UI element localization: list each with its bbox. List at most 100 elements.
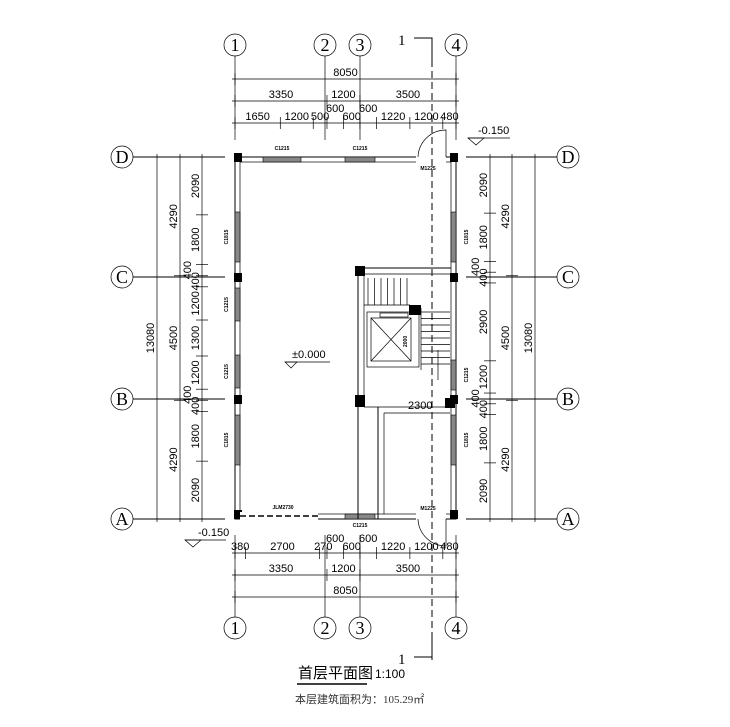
level-ground: ±0.000 — [292, 349, 326, 361]
dimension-value: 1200 — [331, 89, 355, 101]
dimension-value: 1650 — [245, 111, 269, 123]
grid-label-3: 3 — [356, 618, 365, 638]
dimension-value: 1200 — [190, 291, 202, 315]
column — [450, 273, 458, 282]
grid-label-D: D — [562, 147, 575, 167]
window-label: C1815 — [224, 229, 230, 244]
dimension-value: 4500 — [500, 326, 512, 350]
dimension-value: 1800 — [190, 228, 202, 252]
dimension-value: 13080 — [523, 323, 535, 354]
dimension-value: 2090 — [190, 174, 202, 198]
dimension-value: 380 — [231, 541, 249, 553]
dimension-value: 1200 — [331, 563, 355, 575]
dimension-value: 2090 — [190, 478, 202, 502]
window-label: C1215 — [353, 523, 368, 529]
column — [445, 398, 455, 408]
grid-bubble-B — [556, 387, 580, 411]
dimension-value: 270 — [314, 541, 332, 553]
stair-elevator-core: 2300 2000 — [355, 266, 455, 519]
dimension-value: 400 — [190, 397, 202, 415]
dimension-value: 1800 — [190, 424, 202, 448]
window-label: C1215 — [224, 364, 230, 379]
level-triangle — [284, 361, 298, 369]
dimension-value: 1300 — [190, 326, 202, 350]
grid-label-A: A — [562, 509, 575, 529]
grid-bubble-D — [556, 145, 580, 169]
grid-bubble-2 — [313, 33, 337, 57]
core-wall — [357, 267, 451, 519]
level-outside-bottom: -0.150 — [198, 527, 229, 539]
dimension-value: 480 — [440, 541, 458, 553]
section-marker-bottom — [414, 635, 433, 658]
dimension-value: 4290 — [500, 447, 512, 471]
window — [262, 156, 302, 163]
dimension-value: 8050 — [333, 585, 357, 597]
level-outside-top: -0.150 — [478, 125, 509, 137]
elevator-cross — [370, 317, 412, 362]
grid-bubble-A — [556, 507, 580, 531]
door-label: M1225 — [420, 506, 436, 512]
window-label: C1215 — [224, 297, 230, 312]
column — [450, 510, 458, 519]
elevator-shaft — [366, 311, 420, 368]
column — [234, 153, 242, 162]
dimension-value: 1800 — [478, 225, 490, 249]
section-label-bottom: 1 — [398, 652, 406, 668]
dimension-value: 400 — [470, 389, 482, 407]
dimension-value: 600 — [326, 533, 344, 545]
grid-bubble-1 — [223, 616, 247, 640]
dimension-value: 1220 — [381, 111, 405, 123]
dimension-value: 1200 — [414, 111, 438, 123]
dimension-value: 1200 — [190, 360, 202, 384]
grid-bubble-1 — [223, 33, 247, 57]
level-triangle — [184, 539, 202, 548]
section-line-1: 1 1 — [398, 33, 433, 668]
window — [234, 211, 241, 263]
window — [234, 354, 241, 389]
dimension-value: 400 — [478, 400, 490, 418]
grid-bubble-A — [110, 507, 134, 531]
dimension-value: 400 — [478, 268, 490, 286]
level-marks: ±0.000 -0.150 -0.150 — [184, 125, 510, 548]
section-label-top: 1 — [398, 33, 406, 49]
grid-label-4: 4 — [452, 618, 461, 638]
door-opening — [416, 154, 446, 164]
exterior-wall-inner — [239, 161, 452, 515]
dimension-value: 2900 — [478, 310, 490, 334]
grid-bubble-4 — [444, 616, 468, 640]
stair-dim-label: 2000 — [403, 336, 409, 347]
dimension-value: 4290 — [168, 447, 180, 471]
window — [450, 211, 457, 263]
grid-bubble-D — [110, 145, 134, 169]
window-label: C1215 — [353, 146, 368, 152]
dimension-value: 600 — [342, 111, 360, 123]
rolling-door-opening — [240, 512, 318, 522]
grid-label-A: A — [116, 509, 129, 529]
dimension-value: 480 — [440, 111, 458, 123]
column — [409, 305, 421, 315]
dimension-value: 1200 — [285, 111, 309, 123]
window — [450, 414, 457, 466]
column — [234, 395, 242, 404]
grid-bubble-C — [110, 265, 134, 289]
column — [355, 395, 365, 407]
elevator-lintel — [379, 312, 409, 318]
floor-area-note: 本层建筑面积为：105.29㎡ — [295, 692, 424, 706]
elevator-car — [370, 317, 412, 362]
dimension-value: 600 — [359, 533, 377, 545]
grid-label-1: 1 — [231, 35, 240, 55]
dimension-value: 600 — [326, 103, 344, 115]
grid-bubble-2 — [313, 616, 337, 640]
window-label: C1815 — [464, 432, 470, 447]
grid-bubble-4 — [444, 33, 468, 57]
dimension-value: 4500 — [168, 326, 180, 350]
section-marker-top — [414, 37, 433, 60]
drawing-scale: 1:100 — [375, 667, 405, 681]
level-triangle — [467, 137, 485, 146]
dimension-value: 3500 — [396, 563, 420, 575]
dimension-value: 3500 — [396, 89, 420, 101]
dimension-value: 500 — [311, 111, 329, 123]
dimension-value: 600 — [342, 541, 360, 553]
grid-label-B: B — [116, 389, 128, 409]
